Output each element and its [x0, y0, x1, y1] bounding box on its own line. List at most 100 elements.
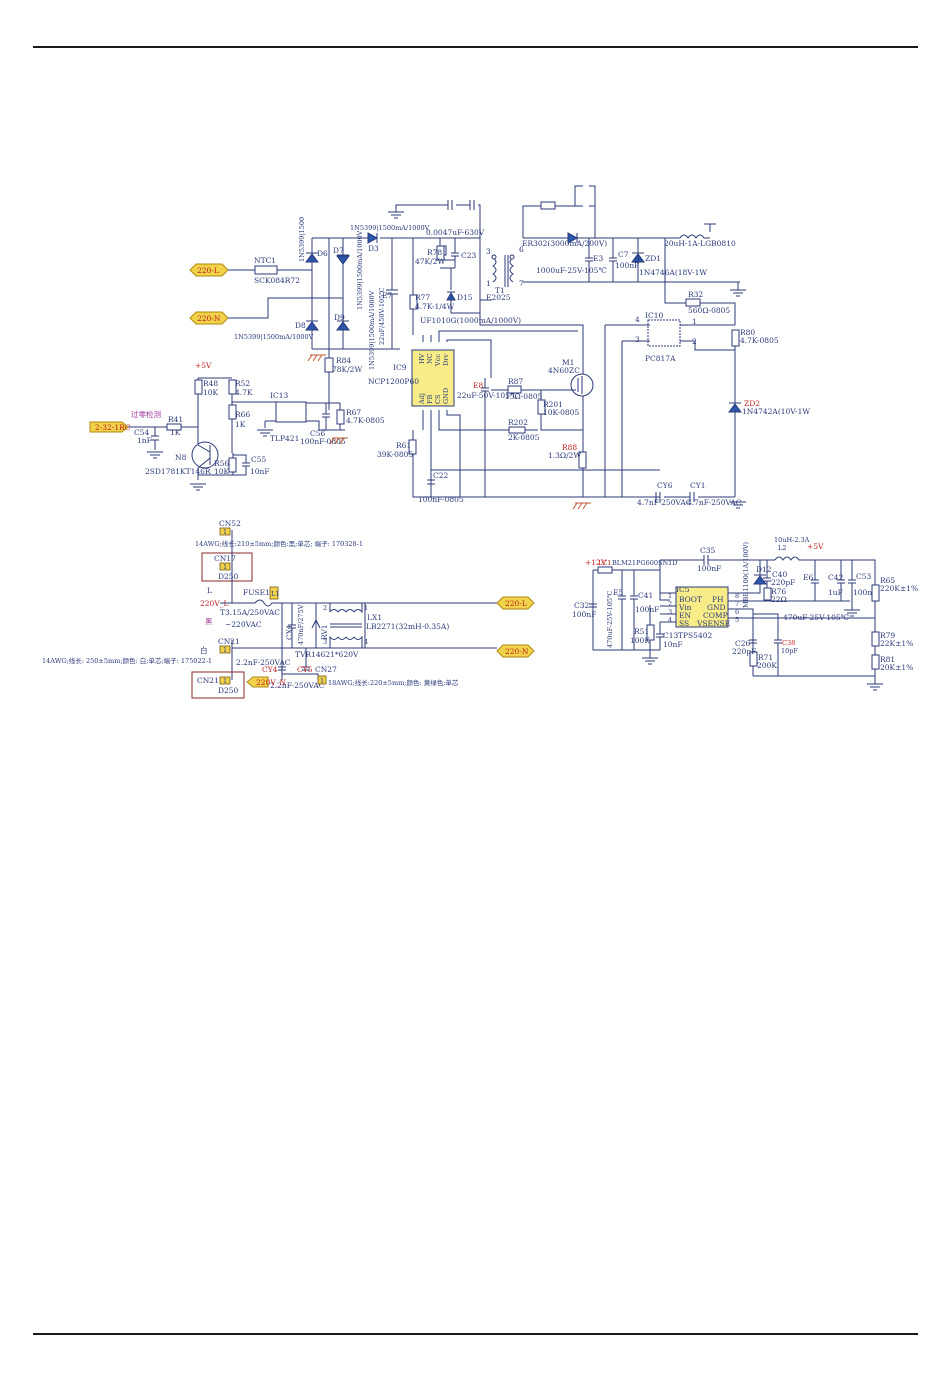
r67-resistor [336, 409, 345, 425]
ic9-value: NCP1200P60 [368, 377, 419, 386]
ground-icon [307, 354, 327, 362]
l1-pin [269, 586, 279, 600]
ic5-ref: IC5 [676, 585, 690, 594]
r51-value: 100K [630, 636, 650, 645]
cn21b-ref: CN21 [197, 676, 219, 685]
r81-resistor [871, 654, 880, 670]
r84-value: 78K/2W [332, 365, 362, 374]
port-220-n-out[interactable]: 220-N [496, 644, 535, 658]
lx1-value: LB2271(32mH-0.35A) [366, 622, 449, 631]
cy4-ref: CY4 [262, 665, 278, 674]
cn17-box [201, 552, 253, 582]
ic5-pin-num: 6 [735, 608, 739, 616]
d7-ref: D7 [333, 246, 344, 255]
r80-ref: R80 [740, 328, 755, 337]
d9-value: 1N5399|1500mA/1000V [368, 290, 376, 370]
port-220v-l[interactable]: 220V_L [200, 599, 228, 608]
r71-value: 200K [757, 661, 777, 670]
lx1-pin: 4 [364, 638, 368, 646]
r80-resistor [731, 329, 740, 347]
r51-resistor [646, 624, 655, 641]
d6-value: 1N5399|1500 [298, 217, 306, 262]
cy6-value: 4.7nF-250VAC [637, 498, 692, 507]
ic5-pin-num: 7 [735, 600, 739, 608]
r51-ref: R51 [634, 627, 649, 636]
r32-value: 560Ω-0805 [688, 306, 730, 315]
ic9-pin-label: NC [426, 353, 434, 364]
c54-ref: C54 [134, 428, 150, 437]
cx1-value: 470nF/275V [297, 604, 305, 645]
r66-value: 1K [235, 420, 246, 429]
pin-number: 1 [223, 677, 227, 685]
c42-ref: C42 [828, 573, 844, 582]
ground-icon [146, 451, 164, 459]
ic13-ref: IC13 [270, 391, 288, 400]
rv1-ref: RV1 [320, 624, 329, 640]
port-220-l-out[interactable]: 220-L [496, 596, 535, 610]
r76-ref: R76 [771, 587, 786, 596]
port-label: 220-N [505, 647, 529, 656]
n8-value: 2SD1781KT146R [145, 467, 211, 476]
ground-icon [866, 683, 884, 691]
ic10-ref: IC10 [645, 311, 663, 320]
secondary-section: ER302(3000mA/200V) E3 1000uF-25V-105℃ C7… [522, 185, 810, 509]
l2-ref: L2 [778, 544, 786, 552]
c26-ref: C26 [735, 639, 751, 648]
ic5-pin-label: SS [679, 619, 689, 628]
port-label: 2-32-1RC [95, 423, 131, 432]
ic5-pin-num: 5 [735, 616, 739, 624]
port-220-l[interactable]: 220-L [189, 263, 229, 277]
supply-12v: +12V [585, 558, 607, 567]
port-220-n[interactable]: 220-N [189, 311, 229, 325]
pin-number: 1 [320, 677, 324, 685]
c42-value: 1uF [828, 588, 843, 597]
pin-number: 1 [223, 563, 227, 571]
c35-value: 100nF [697, 564, 721, 573]
cn52-pin [219, 527, 231, 536]
r84-resistor [324, 357, 334, 373]
cy1-value: 4.7nF-250VAC [687, 498, 742, 507]
bottom-rule [33, 1333, 918, 1335]
ic9-pin-label: Vcc [434, 354, 442, 367]
c54-value: 1nF [137, 436, 152, 445]
d6-ref: D6 [317, 249, 328, 258]
d12-ref: D12 [756, 565, 772, 574]
c13-value: 10nF [663, 640, 683, 649]
c38-value: 10pF [781, 647, 798, 655]
ground-icon [641, 657, 659, 665]
cn52-ref: CN52 [219, 519, 241, 528]
r48-value: 10K [203, 388, 219, 397]
ic5-pin-label: EN [679, 611, 691, 620]
ntc1-ref: NTC1 [254, 256, 276, 265]
e7-ref: E7 [382, 291, 392, 300]
r56-resistor [228, 457, 237, 473]
d7-value: 1N5399|1500mA/1000V [356, 230, 364, 310]
black-label: 黑 [205, 617, 213, 626]
lx1-ref: LX1 [367, 613, 382, 622]
supply-5v-out: +5V [807, 542, 824, 551]
ground-icon [387, 211, 405, 219]
d3-ref: D3 [368, 244, 379, 253]
port-220v-n[interactable]: 220V_N [246, 676, 286, 688]
zd2-ref: ZD2 [744, 399, 760, 408]
c41-ref: C41 [638, 591, 653, 600]
r77-value: 4.7K-1/4W [415, 302, 455, 311]
r201-ref: R201 [543, 400, 563, 409]
ic5-pin-label: PH [712, 595, 724, 604]
r201-value: 10K-0805 [543, 408, 579, 417]
c22-ref: C22 [433, 471, 449, 480]
d7-diode-icon [336, 255, 350, 265]
c32-ref: C32 [574, 601, 590, 610]
r52-ref: R52 [235, 379, 250, 388]
port-2-32-1rc[interactable]: 2-32-1RC [89, 421, 131, 433]
zd1-value: 1N4746A(18V-1W [639, 268, 707, 277]
wire-spec-green: 18AWG;线长:220±5mm;颜色: 黄绿色;单芯 [328, 678, 459, 687]
ic9-pin-label: Drv [442, 354, 450, 366]
t1-dot [491, 254, 497, 260]
d12-diode-icon [753, 575, 767, 585]
lc1-value: BLM21PG600SN1D [612, 559, 677, 567]
r71-ref: R71 [758, 653, 773, 662]
r56-ref: R56 [214, 459, 229, 468]
d15-ref: D15 [457, 293, 473, 302]
